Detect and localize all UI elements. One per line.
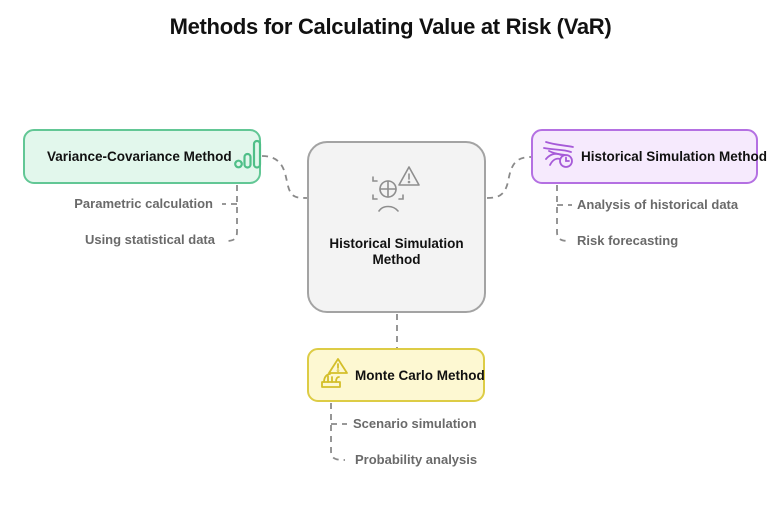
face-scan-warning-icon [371,165,423,218]
diagram-title: Methods for Calculating Value at Risk (V… [169,14,612,39]
node-label: Historical Simulation Method [581,149,768,164]
node-historical-simulation[interactable]: Historical Simulation Method [531,129,767,184]
detail-scenario-simulation: Scenario simulation [353,416,477,431]
connector-montecarlo-details [330,403,346,461]
wind-clock-icon [543,139,575,174]
bar-chart-icon [233,138,262,175]
node-variance-covariance[interactable]: Variance-Covariance Method [23,129,261,184]
detail-using-statistical-data: Using statistical data [84,232,215,247]
connector-variance-details [225,185,238,242]
warning-building-icon [319,357,349,394]
connector-variance-to-center [261,155,308,199]
detail-probability-analysis: Probability analysis [355,452,478,467]
connector-historical-details [556,185,571,242]
connector-center-to-purple [486,156,532,199]
detail-analysis-historical-data: Analysis of historical data [577,197,739,212]
detail-risk-forecasting: Risk forecasting [577,233,679,248]
node-label: Variance-Covariance Method [47,149,232,164]
node-monte-carlo[interactable]: Monte Carlo Method [307,348,485,402]
detail-parametric-calculation: Parametric calculation [74,196,213,211]
node-label: Monte Carlo Method [355,367,485,383]
node-center-historical-simulation[interactable]: Historical Simulation Method [307,141,486,313]
center-label: Historical Simulation Method [329,236,464,267]
